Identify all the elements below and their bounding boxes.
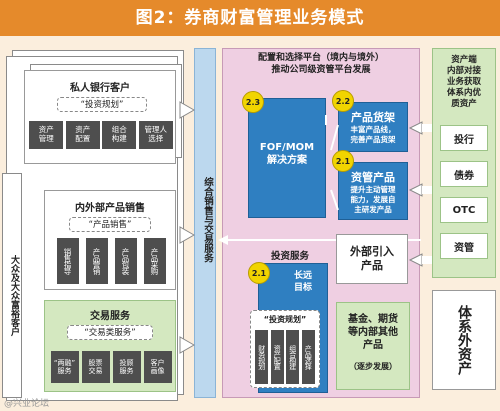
sales-title: 内外部产品销售 [75,203,145,214]
right-item-am: 资管 [440,233,488,259]
sales-item-procurement: 产品采购 [143,238,166,284]
am-title: 资管产品 [351,171,395,184]
external-intro-label: 外部引入 产品 [350,245,394,272]
sales-item-guide: 销售指导 [56,238,79,284]
invest-item-product: 产品选择 [301,330,315,384]
invest-inner-label: “投资规划” [263,315,307,324]
invest-inner: “投资规划” 财务规划 资产配置 组合构建 产品选择 [250,310,320,388]
left-vertical-label: 大众及大众富裕客户 [9,254,19,336]
badge-2-1-lower: 2.1 [248,262,270,284]
trading-items: “两融” 服务 股票 交易 投顾 服务 客户 画像 [49,349,173,385]
invest-item-portfolio: 组合构建 [286,330,300,384]
sales-items: 销售指导 产品营销 产品包装 产品采购 [53,237,169,285]
center-bar [194,48,216,398]
private-bank-item-portfolio: 组合 构建 [102,121,137,149]
sales-item-marketing: 产品营销 [85,238,108,284]
private-bank-title: 私人银行客户 [70,83,130,94]
private-bank-item-asset-alloc: 资产 配置 [65,121,100,149]
funds-title: 基金、期货 等内部其他 产品 [348,314,398,351]
right-panel: 资产端 内部对接 业务获取 体系内优 质资产 投行 债券 OTC 资管 [432,48,496,278]
watermark: @兴业论坛 [4,399,50,409]
fof-box: FOF/MOM 解决方案 [248,98,326,218]
left-outer-frame [2,173,22,398]
badge-2-1-upper: 2.1 [332,150,354,172]
right-item-bond: 债券 [440,161,488,187]
title-bar [0,0,500,36]
shelf-box: 产品货架 丰富产品线， 完善产品货架 [338,102,408,152]
center-bar-label: 综合销售与交易服务 [202,177,213,263]
external-assets-box: 体系外资产 [432,290,496,390]
trading-item-stock: 股票 交易 [81,351,110,383]
invest-sub: 长远 目标 [293,271,312,293]
funds-box: 基金、期货 等内部其他 产品 （逐步发展） [336,302,410,390]
right-item-ib: 投行 [440,125,488,151]
trading-sub: “交易类服务” [67,325,153,340]
fof-label: FOF/MOM 解决方案 [259,142,315,166]
private-bank-sub: “投资规划” [57,97,147,112]
right-arrows [408,121,432,267]
invest-title: 投资服务 [270,251,309,262]
shelf-sub: 丰富产品线， 完善产品货架 [350,125,396,144]
private-bank-panel: 私人银行客户 “投资规划” 资产 管理 资产 配置 组合 构建 管理人 选择 [24,70,176,164]
funds-sub: （逐步发展） [349,362,397,371]
trading-item-advisory: 投顾 服务 [112,351,141,383]
trading-item-margin: “两融” 服务 [50,351,79,383]
page-title: 图2：券商财富管理业务模式 [135,8,365,28]
badge-2-2: 2.2 [332,90,354,112]
shelf-title: 产品货架 [351,111,395,124]
am-box: 资管产品 提升主动管理 能力，发展自 主研发产品 [338,162,408,220]
private-bank-item-asset-mgmt: 资产 管理 [29,121,64,149]
right-item-otc: OTC [440,197,488,223]
platform-title: 配置和选择平台（境内与境外） 推动公司级资管平台发展 [257,53,384,75]
trading-item-profile: 客户 画像 [143,351,172,383]
invest-item-finance: 财务规划 [255,330,269,384]
am-sub: 提升主动管理 能力，发展自 主研发产品 [350,185,396,214]
private-bank-item-manager: 管理人 选择 [138,121,173,149]
sales-sub: “产品销售” [69,217,151,232]
invest-item-alloc: 资产配置 [270,330,284,384]
left-arrows [179,101,196,354]
sales-panel: 内外部产品销售 “产品销售” 销售指导 产品营销 产品包装 产品采购 [44,190,176,290]
trading-panel: 交易服务 “交易类服务” “两融” 服务 股票 交易 投顾 服务 客户 画像 [44,300,176,392]
trading-title: 交易服务 [90,311,130,322]
right-panel-title: 资产端 内部对接 业务获取 体系内优 质资产 [446,55,481,109]
external-assets-label: 体系外资产 [456,305,472,375]
private-bank-items: 资产 管理 资产 配置 组合 构建 管理人 选择 [29,121,173,149]
invest-items: 财务规划 资产配置 组合构建 产品选择 [254,329,316,385]
badge-2-3: 2.3 [242,91,264,113]
external-intro-box: 外部引入 产品 [336,234,408,284]
sales-item-packaging: 产品包装 [114,238,137,284]
